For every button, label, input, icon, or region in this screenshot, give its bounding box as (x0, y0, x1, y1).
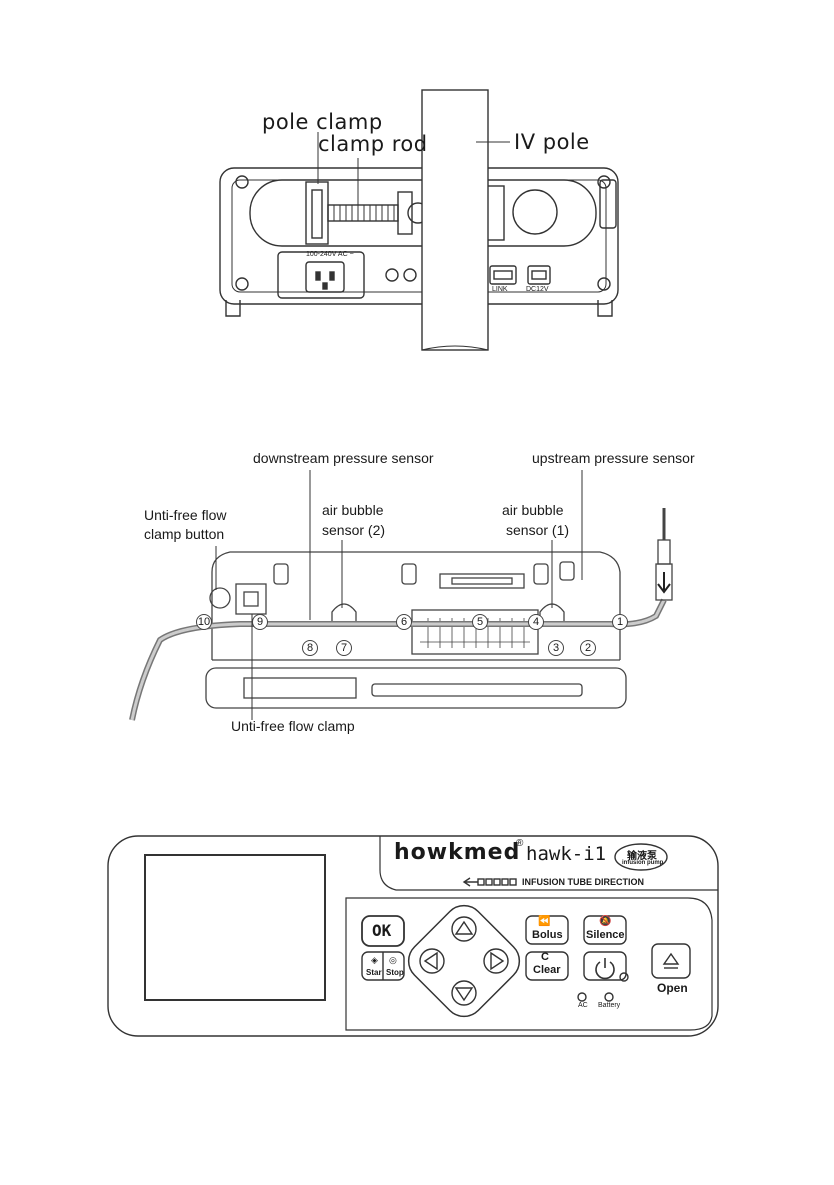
tube-position-3: 3 (548, 640, 564, 656)
label-air-bubble-sensor-2b: sensor (2) (322, 522, 386, 538)
link-text: LINK (492, 286, 508, 293)
badge-chinese: 输液泵 (627, 851, 657, 862)
tube-position-6: 6 (396, 614, 412, 630)
registered-mark: ® (516, 838, 524, 849)
label-anti-free-flow-clamp: Unti-free flow clamp (231, 718, 355, 734)
start-button[interactable]: Star (366, 968, 382, 977)
tube-position-2: 2 (580, 640, 596, 656)
label-pole-clamp: pole clamp (262, 110, 383, 134)
power-button[interactable] (590, 952, 620, 980)
label-upstream-pressure-sensor: upstream pressure sensor (532, 450, 695, 466)
pole-clamp-body (305, 181, 329, 245)
bolus-icon: ⏪ (538, 916, 551, 927)
label-air-bubble-sensor-2a: air bubble (322, 502, 384, 518)
dpad-buttons[interactable] (420, 918, 508, 1006)
power-socket-panel (277, 251, 365, 299)
stop-icon: ◎ (389, 955, 397, 965)
ok-button[interactable]: OK (372, 921, 392, 940)
dc12v-text: DC12V (526, 286, 549, 293)
brand-logo: howkmed (394, 840, 521, 865)
label-iv-pole: IV pole (514, 130, 590, 154)
battery-indicator-label: Battery (598, 1002, 621, 1009)
model-name: hawk-i1 (526, 843, 607, 865)
iv-pole (421, 89, 489, 351)
tube-position-4: 4 (528, 614, 544, 630)
silence-button[interactable]: Silence (586, 929, 625, 941)
voltage-text: 100-240V AC ~ (306, 251, 354, 258)
tube-position-9: 9 (252, 614, 268, 630)
silence-icon: 🔕 (599, 916, 612, 927)
tube-position-8: 8 (302, 640, 318, 656)
dc12v-port (527, 265, 551, 285)
label-anti-free-flow-button-2: clamp button (144, 526, 225, 542)
stop-button[interactable]: Stop (386, 968, 404, 977)
open-button[interactable]: Open (657, 981, 688, 995)
label-air-bubble-sensor-1a: air bubble (502, 502, 564, 518)
label-downstream-pressure-sensor: downstream pressure sensor (253, 450, 434, 466)
badge-english: infusion pump (622, 860, 664, 866)
tube-direction-text: INFUSION TUBE DIRECTION (522, 877, 645, 887)
tube-position-1: 1 (612, 614, 628, 630)
start-icon: ◈ (371, 955, 378, 965)
round-window (512, 189, 558, 235)
clear-icon: C (541, 951, 549, 963)
link-port (489, 265, 517, 285)
bolus-button[interactable]: Bolus (532, 929, 563, 941)
ac-indicator-label: AC (578, 1002, 588, 1009)
tube-position-7: 7 (336, 640, 352, 656)
label-clamp-rod: clamp rod (318, 132, 428, 156)
label-air-bubble-sensor-1b: sensor (1) (506, 522, 570, 538)
label-anti-free-flow-button-1: Unti-free flow (144, 507, 227, 523)
pump-rear-housing (219, 167, 619, 305)
tube-position-10: 10 (196, 614, 212, 630)
power-socket (305, 261, 345, 293)
tube-position-5: 5 (472, 614, 488, 630)
clear-button[interactable]: Clear (533, 964, 561, 976)
